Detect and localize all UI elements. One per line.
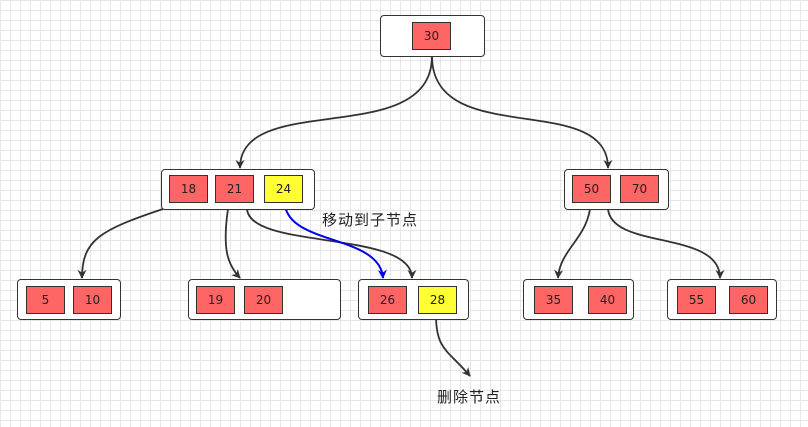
key-60: 60: [729, 286, 768, 314]
edge-right-to-leaf5: [607, 208, 725, 279]
key-55: 55: [677, 286, 716, 314]
leaf-node-3: 26 28: [358, 279, 469, 320]
key-30: 30: [412, 22, 451, 50]
delete-node-label: 删除节点: [437, 388, 502, 406]
key-10: 10: [73, 286, 112, 314]
key-70: 70: [620, 175, 659, 203]
key-21: 21: [215, 175, 254, 203]
key-5: 5: [26, 286, 65, 314]
key-24-highlighted: 24: [264, 175, 303, 203]
key-50: 50: [572, 175, 611, 203]
key-40: 40: [588, 286, 627, 314]
move-arrow: [284, 204, 387, 279]
key-28-highlighted: 28: [418, 286, 457, 314]
right-internal-node: 50 70: [564, 169, 669, 210]
leaf-node-5: 55 60: [667, 279, 777, 320]
key-20: 20: [244, 286, 283, 314]
edge-left-to-leaf1: [77, 208, 164, 279]
left-internal-node: 18 21 24: [161, 169, 315, 210]
key-26: 26: [368, 286, 407, 314]
leaf-node-1: 5 10: [17, 279, 121, 320]
key-19: 19: [196, 286, 235, 314]
edge-left-to-leaf2: [224, 208, 241, 279]
leaf-node-4: 35 40: [523, 279, 634, 320]
key-35: 35: [534, 286, 573, 314]
leaf-node-2: 19 20: [188, 279, 341, 320]
edge-left-to-leaf3: [246, 208, 417, 279]
edge-root-to-right: [431, 55, 613, 169]
move-to-child-label: 移动到子节点: [322, 211, 419, 229]
edge-delete-28: [435, 314, 471, 377]
edge-right-to-leaf4: [554, 208, 591, 279]
edge-root-to-left: [235, 55, 433, 169]
root-node: 30: [380, 15, 485, 57]
key-18: 18: [169, 175, 208, 203]
